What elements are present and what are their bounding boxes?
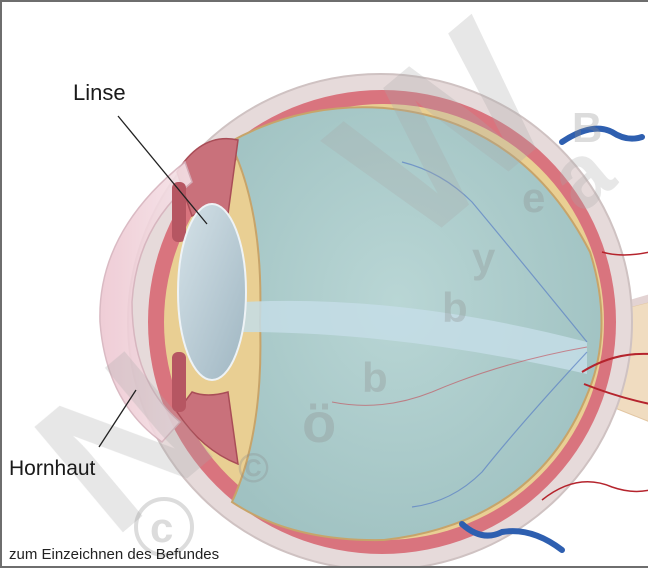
watermark-letter: ö (302, 391, 336, 454)
watermark-letter: c (150, 504, 173, 551)
watermark-letter: y (472, 234, 496, 281)
lens (178, 204, 246, 380)
watermark-letter: © (238, 444, 269, 491)
watermark-letter: B (572, 104, 602, 151)
watermark-letter: b (362, 354, 388, 401)
caption: zum Einzeichnen des Befundes (9, 546, 219, 563)
watermark-letter: e (522, 174, 545, 221)
watermark-letter: b (442, 284, 468, 331)
label-lens: Linse (73, 80, 126, 106)
label-cornea: Hornhaut (9, 457, 95, 481)
